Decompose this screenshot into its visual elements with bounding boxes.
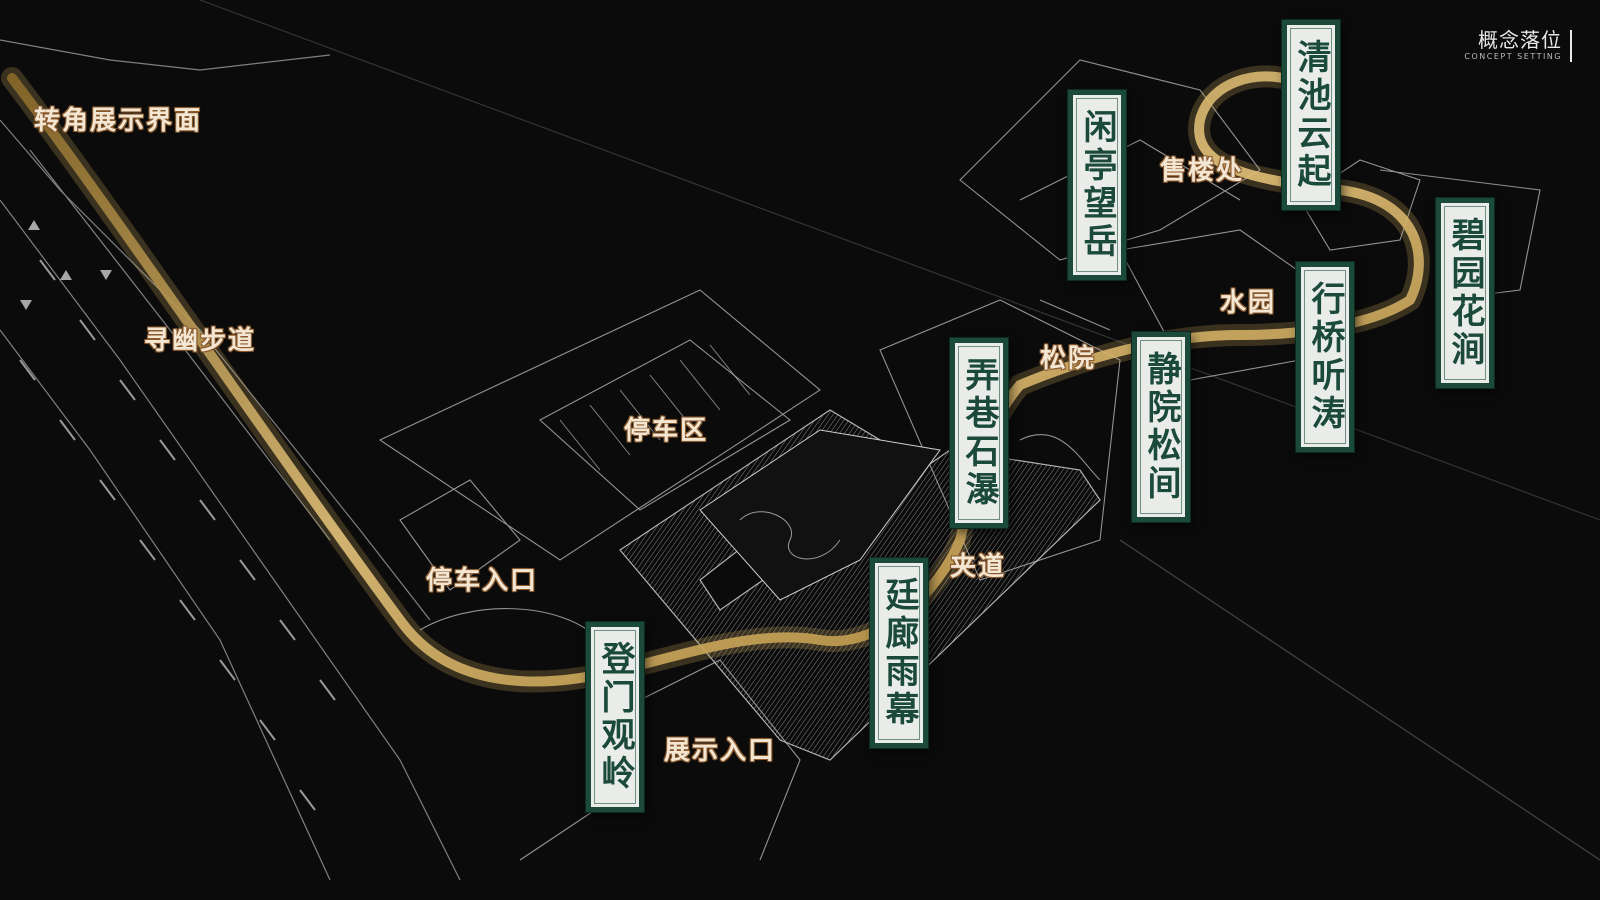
header: 概念落位 CONCEPT SETTING — [1464, 28, 1572, 62]
plaque-xingqiao-text: 行桥听涛 — [1305, 281, 1345, 433]
label-parking-entrance: 停车入口 — [426, 566, 539, 596]
label-display-entrance: 展示入口 — [664, 736, 777, 766]
plaque-lianglang-text: 廷廊雨幕 — [879, 577, 919, 729]
label-songyuan: 松院 — [1040, 344, 1097, 374]
parking-stalls — [559, 344, 751, 471]
plaque-jingyuan-text: 静院松间 — [1141, 351, 1181, 503]
plaque-biyuan: 碧园花涧 — [1436, 198, 1494, 388]
plaque-jingyuan: 静院松间 — [1132, 332, 1190, 522]
label-parking-area: 停车区 — [624, 416, 709, 446]
plaque-dengmen-text: 登门观岭 — [595, 641, 635, 793]
plaque-qingchi: 清池云起 — [1282, 20, 1340, 210]
label-xunyou-path: 寻幽步道 — [144, 326, 257, 356]
label-corner-display: 转角展示界面 — [34, 106, 203, 136]
courtyard-roof — [619, 409, 1101, 761]
plaque-xianting: 闲亭望岳 — [1068, 90, 1126, 280]
label-shuiyuan: 水园 — [1220, 288, 1277, 318]
title-bar-divider — [1570, 30, 1572, 62]
page-subtitle: CONCEPT SETTING — [1464, 52, 1562, 61]
plaque-xianting-text: 闲亭望岳 — [1077, 109, 1117, 261]
plaque-qingchi-text: 清池云起 — [1291, 39, 1331, 191]
page-title: 概念落位 — [1478, 28, 1562, 52]
road-lines — [0, 0, 1600, 881]
label-sales-office: 售楼处 — [1160, 156, 1245, 186]
plaque-biyuan-text: 碧园花涧 — [1445, 217, 1485, 369]
plaque-dengmen: 登门观岭 — [586, 622, 644, 812]
road-arrows — [20, 220, 112, 310]
plaque-lianglang: 廷廊雨幕 — [870, 558, 928, 748]
lane-dashes — [19, 259, 336, 811]
plaque-nongxiang-text: 弄巷石瀑 — [959, 357, 999, 509]
label-jiadao: 夹道 — [950, 552, 1007, 582]
plaque-xingqiao: 行桥听涛 — [1296, 262, 1354, 452]
plaque-nongxiang: 弄巷石瀑 — [950, 338, 1008, 528]
